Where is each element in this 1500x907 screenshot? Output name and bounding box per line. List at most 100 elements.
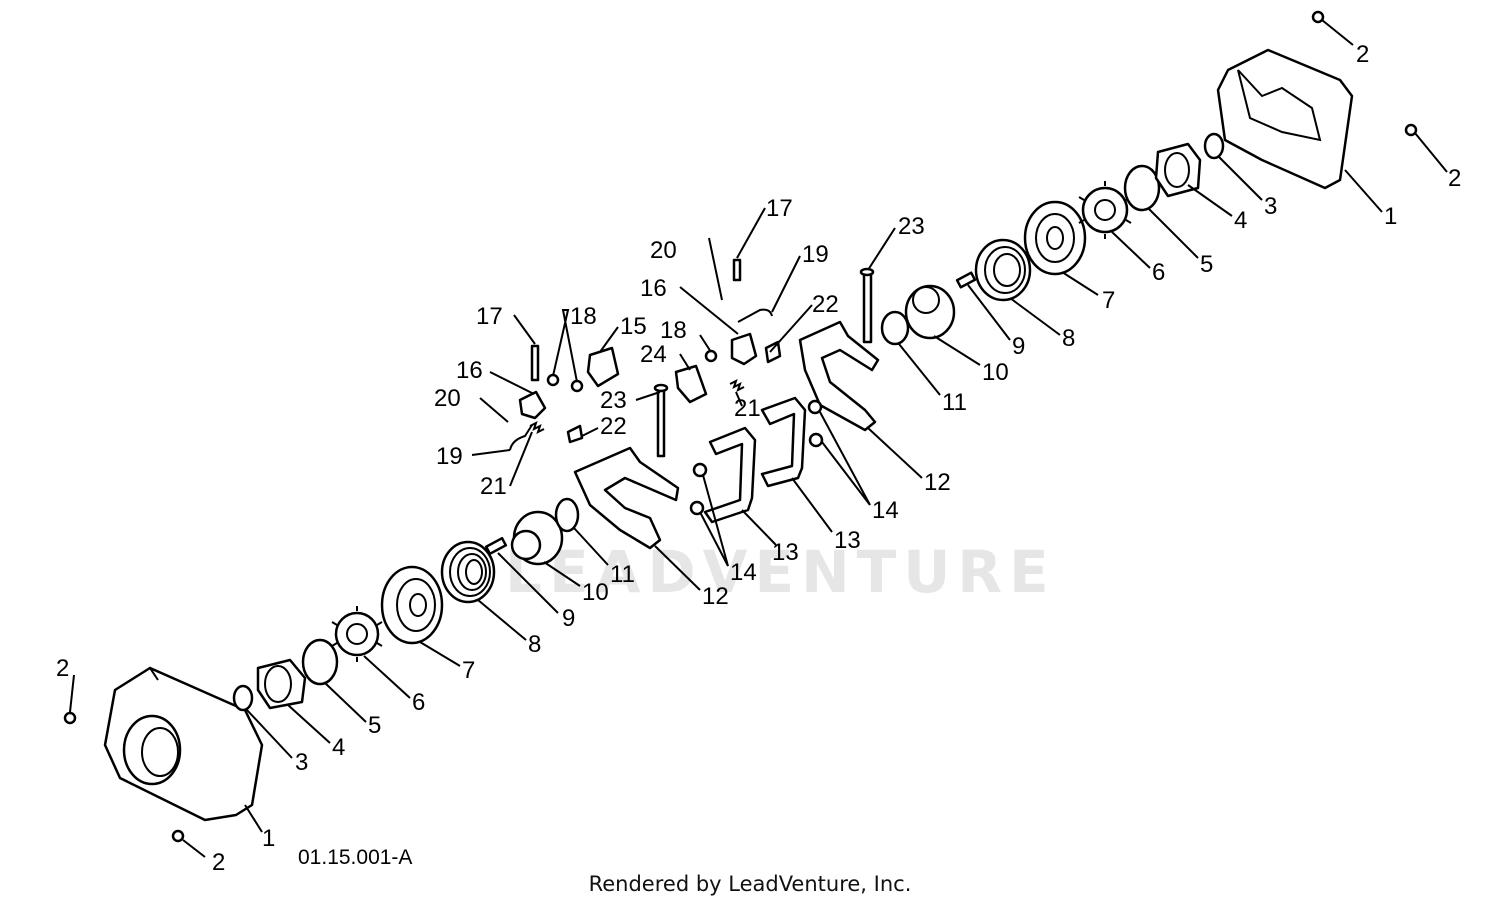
callout-19-right: 19 [802, 241, 829, 268]
small-nut-2 [570, 379, 584, 393]
callout-22-left: 22 [600, 413, 627, 440]
washer-right [880, 310, 910, 346]
nut-4 [808, 432, 824, 448]
callout-12-right: 12 [924, 469, 951, 496]
callout-14-right: 14 [872, 497, 899, 524]
callout-2-right-top: 2 [1356, 41, 1369, 68]
callout-4-right: 4 [1234, 207, 1247, 234]
long-bolt-1 [653, 383, 669, 458]
hub-left [510, 510, 564, 566]
callout-21-right: 21 [734, 395, 761, 422]
gear-right [1078, 181, 1132, 239]
bolt-right-top [1311, 10, 1325, 24]
watermark: LEADVENTURE [505, 538, 1056, 606]
housing-cover-right [1216, 48, 1354, 190]
hub-right [904, 284, 956, 340]
callout-3-left: 3 [295, 749, 308, 776]
long-bolt-2 [859, 267, 875, 344]
callout-13-left: 13 [772, 539, 799, 566]
middle-assembly [509, 258, 880, 550]
gear-left [331, 606, 383, 662]
washer-left [554, 497, 580, 533]
figure-id: 01.15.001-A [298, 846, 412, 869]
ring-right [1123, 164, 1161, 212]
clip-22-left [566, 424, 584, 444]
callouts: 1 1 2 2 2 2 3 3 4 4 5 5 6 6 7 7 8 8 9 9 … [56, 41, 1461, 876]
callout-18-left: 18 [570, 303, 597, 330]
callout-19-left: 19 [436, 443, 463, 470]
spring-21-right [729, 379, 745, 392]
callout-20-right: 20 [650, 237, 677, 264]
callout-8-left: 8 [528, 631, 541, 658]
housing-cover-left [103, 666, 264, 822]
callout-1-right: 1 [1384, 203, 1397, 230]
pin-17-right [732, 258, 742, 282]
nut-2 [689, 500, 705, 516]
nut-3 [807, 399, 823, 415]
small-nut-1 [546, 373, 560, 387]
callout-2-right-side: 2 [1448, 165, 1461, 192]
o-ring-left [232, 684, 254, 712]
leader-lines [69, 19, 1448, 858]
callout-9-left: 9 [562, 605, 575, 632]
drum-left [380, 565, 444, 645]
callout-3-right: 3 [1264, 193, 1277, 220]
u-bracket-2 [760, 396, 807, 488]
callout-16-left: 16 [456, 357, 483, 384]
o-ring-right [1203, 132, 1225, 160]
drum-right [1023, 200, 1087, 276]
callout-7-right: 7 [1102, 287, 1115, 314]
callout-6-right: 6 [1152, 259, 1165, 286]
callout-24: 24 [640, 341, 667, 368]
ring-left [301, 638, 339, 686]
callout-21-left: 21 [480, 473, 507, 500]
small-nut-3 [704, 349, 718, 363]
callout-12-left: 12 [702, 583, 729, 610]
callout-11-left: 11 [610, 561, 635, 588]
spring-coil-left [440, 540, 496, 604]
callout-17-right: 17 [766, 195, 793, 222]
callout-18-right: 18 [660, 317, 687, 344]
callout-14-left: 14 [730, 559, 757, 586]
callout-23-left: 23 [600, 387, 627, 414]
bushing-right [1154, 142, 1202, 198]
upper-right-assembly [880, 10, 1418, 346]
render-credit: Rendered by LeadVenture, Inc. [588, 872, 912, 896]
callout-11-right: 11 [942, 389, 967, 416]
callout-17-left: 17 [476, 303, 503, 330]
callout-7-left: 7 [462, 657, 475, 684]
clip-22-right [764, 340, 782, 364]
lever-16-right [730, 332, 758, 366]
bolt-left-bottom [171, 829, 185, 843]
wire-link-right [737, 308, 773, 323]
nut-1 [692, 462, 708, 478]
callout-5-left: 5 [368, 712, 381, 739]
lower-left-assembly [63, 497, 580, 843]
callout-2-left-top: 2 [56, 655, 69, 682]
callout-6-left: 6 [412, 689, 425, 716]
callout-20-left: 20 [434, 385, 461, 412]
pin-left [484, 536, 508, 556]
plate-15 [586, 346, 620, 388]
bracket-left [573, 446, 680, 550]
spring-21-left [529, 421, 545, 434]
callout-10-right: 10 [982, 359, 1009, 386]
callout-1-left: 1 [262, 825, 275, 852]
pin-right [955, 271, 977, 289]
callout-13-right: 13 [834, 527, 861, 554]
callout-9-right: 9 [1012, 333, 1025, 360]
callout-23-right: 23 [898, 213, 925, 240]
spring-coil-right [974, 238, 1032, 302]
pin-17-left [530, 344, 540, 382]
callout-2-left-bottom: 2 [212, 849, 225, 876]
wire-link-left [509, 424, 533, 451]
plate-24 [674, 364, 708, 404]
callout-15: 15 [620, 313, 647, 340]
callout-4-left: 4 [332, 734, 345, 761]
callout-22-right: 22 [812, 291, 839, 318]
bolt-left-top [63, 711, 77, 725]
callout-16-right: 16 [640, 275, 667, 302]
bolt-right-side [1404, 123, 1418, 137]
callout-5-right: 5 [1200, 251, 1213, 278]
